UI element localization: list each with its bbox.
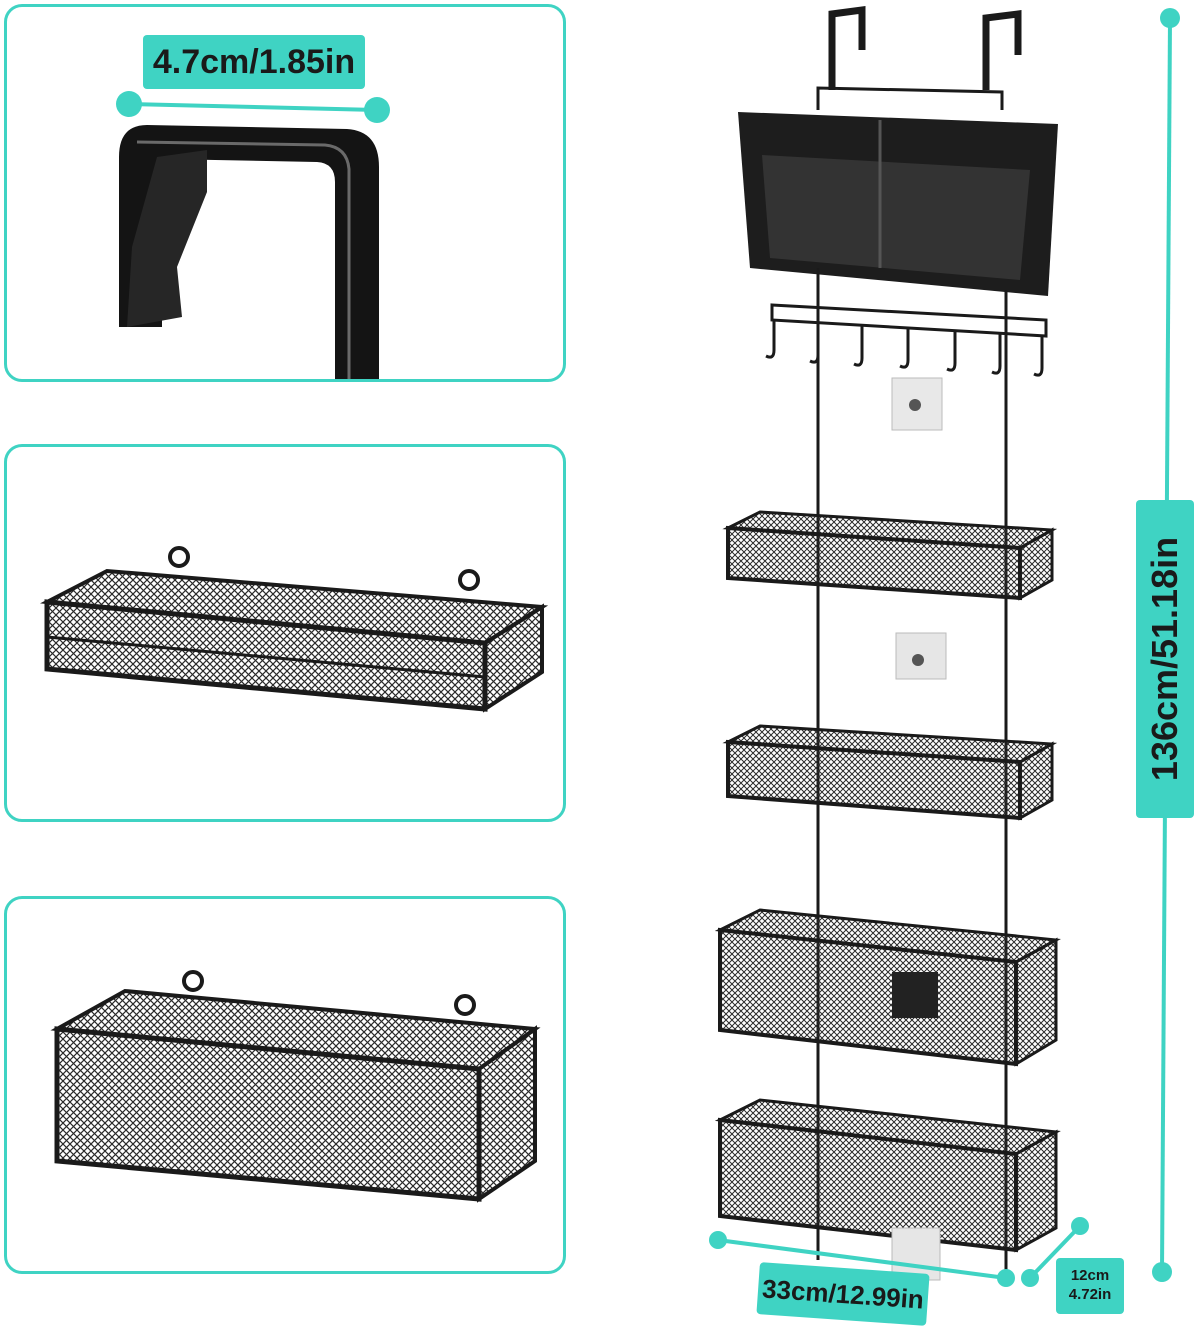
large-basket-illustration — [50, 970, 541, 1203]
over-door-hook-illustration — [116, 91, 390, 379]
small-basket-illustration — [40, 546, 549, 713]
hook-width-label: 4.7cm/1.85in — [143, 35, 365, 89]
hook-detail-panel: 4.7cm/1.85in — [4, 4, 566, 382]
small-basket-panel — [4, 444, 566, 822]
depth-cm-text: 12cm — [1070, 1267, 1110, 1284]
total-height-text: 136cm/51.18in — [1144, 536, 1185, 782]
depth-in-text: 4.72in — [1068, 1286, 1112, 1303]
large-basket-panel — [4, 896, 566, 1274]
basket-depth-label: 12cm 4.72in — [1056, 1258, 1124, 1314]
total-height-label: 136cm/51.18in — [1136, 500, 1194, 818]
